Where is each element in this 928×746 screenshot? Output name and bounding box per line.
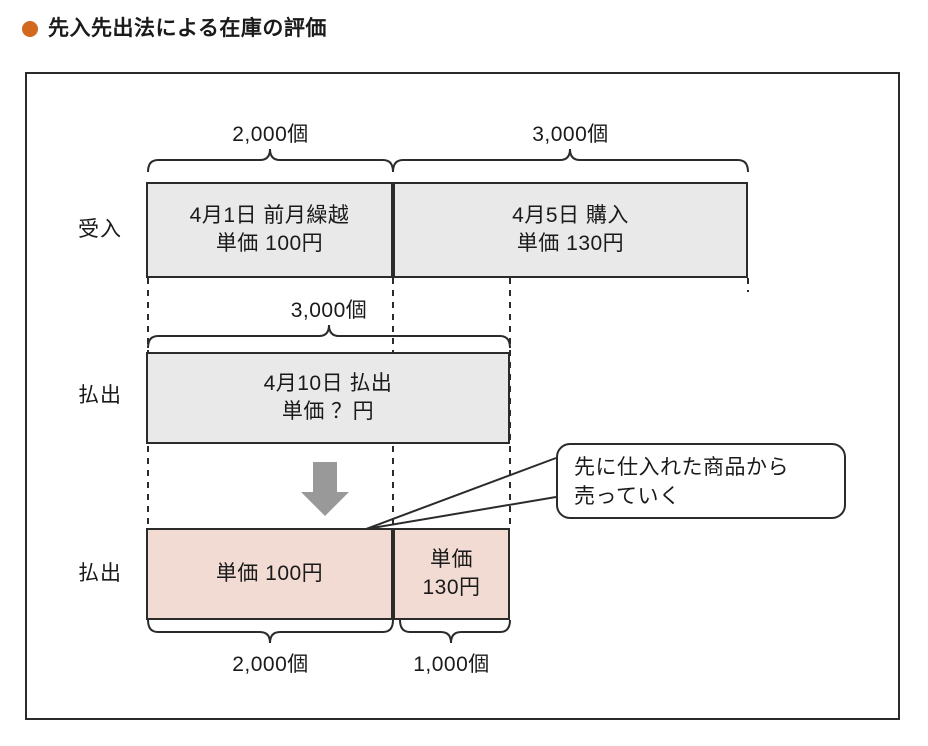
callout-balloon: 先に仕入れた商品から 売っていく xyxy=(556,443,846,519)
issue-bottom-box-2-line2: 130円 xyxy=(422,576,481,599)
receipt-qty-2: 3,000個 xyxy=(532,123,609,146)
issue-bottom-box-2-line1: 単価 xyxy=(430,547,473,571)
receipt-box-2-line2: 単価 130円 xyxy=(516,232,625,255)
page-title-text: 先入先出法による在庫の評価 xyxy=(48,17,327,40)
issue-top-box-line2: 単価 ？円 xyxy=(281,400,375,423)
bullet-dot-icon xyxy=(22,20,38,37)
brace-issue-bottom-1 xyxy=(147,619,394,644)
receipt-qty-1: 2,000個 xyxy=(232,123,309,146)
issue-bottom-box-1: 単価 100円 xyxy=(146,528,393,620)
issue-top-box-line1: 4月10日 払出 xyxy=(263,371,393,395)
issue-bottom-box-1-line1: 単価 100円 xyxy=(215,561,324,585)
receipt-box-2-line1: 4月5日 購入 xyxy=(512,203,629,227)
issue-bottom-qty-1: 2,000個 xyxy=(232,653,309,676)
callout-leader-lower xyxy=(365,496,557,530)
row-label-issue-bottom: 払出 xyxy=(78,562,122,585)
receipt-box-1-line2: 単価 100円 xyxy=(215,232,324,255)
callout-line2: 売っていく xyxy=(574,485,681,509)
issue-bottom-qty-2: 1,000個 xyxy=(413,653,490,676)
issue-top-qty: 3,000個 xyxy=(290,299,368,322)
brace-receipt-1 xyxy=(147,148,394,173)
issue-bottom-box-2: 単価 130円 xyxy=(393,528,510,620)
callout-leader-upper xyxy=(365,457,557,530)
brace-issue-bottom-2 xyxy=(399,619,511,644)
callout-line1: 先に仕入れた商品から xyxy=(574,456,789,479)
row-label-issue-top: 払出 xyxy=(78,384,122,407)
brace-issue-top xyxy=(147,324,511,349)
row-label-receipt: 受入 xyxy=(78,218,122,241)
brace-receipt-2 xyxy=(392,148,749,173)
down-arrow-icon xyxy=(301,462,349,516)
receipt-box-2: 4月5日 購入 単価 130円 xyxy=(393,182,748,278)
receipt-box-1: 4月1日 前月繰越 単価 100円 xyxy=(146,182,393,278)
receipt-box-1-line1: 4月1日 前月繰越 xyxy=(189,203,350,227)
page-title: 先入先出法による在庫の評価 xyxy=(22,18,327,39)
issue-top-box: 4月10日 払出 単価 ？円 xyxy=(146,352,510,444)
